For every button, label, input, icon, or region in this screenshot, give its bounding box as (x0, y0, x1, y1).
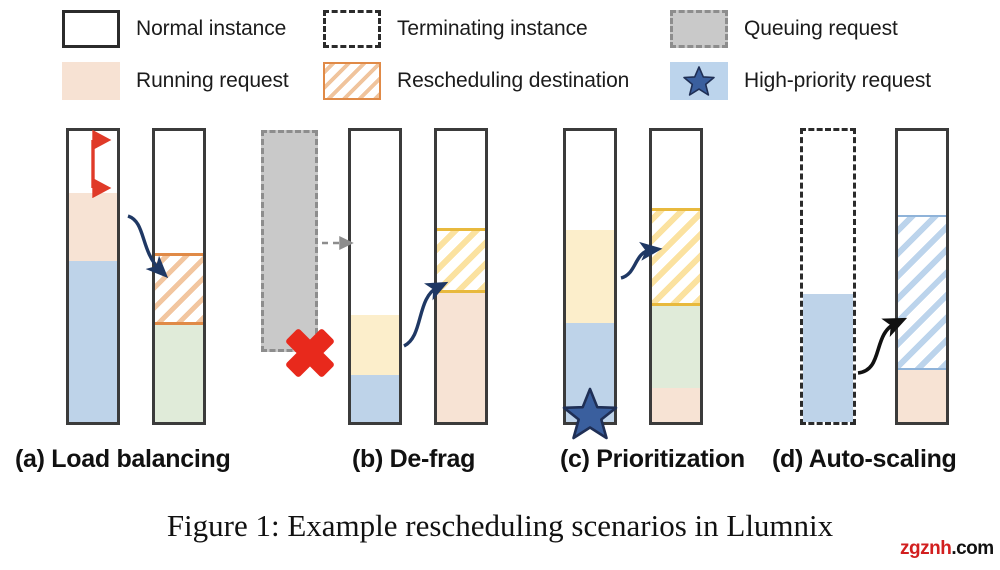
segment-running-request (351, 375, 399, 422)
panel-d-terminating-instance[interactable] (800, 128, 856, 425)
legend-item-rescheduling-destination: Rescheduling destination (323, 62, 629, 100)
segment-rescheduling-destination (898, 215, 946, 370)
running-request-swatch-icon (62, 62, 120, 100)
segment-rescheduling-destination (652, 208, 700, 306)
queuing-request-swatch-icon (670, 10, 728, 48)
legend-item-running-request: Running request (62, 62, 289, 100)
normal-instance-swatch-icon (62, 10, 120, 48)
legend-label-rescheduling-destination: Rescheduling destination (397, 69, 630, 92)
segment-running-request (652, 306, 700, 388)
panel-b-destination-instance[interactable] (434, 128, 488, 425)
panel-c-source-instance[interactable] (562, 128, 618, 440)
panel-b-source-instance[interactable] (348, 128, 402, 425)
legend: Normal instance Terminating instance Que… (0, 0, 1000, 112)
segment-running-request (652, 388, 700, 422)
segment-running-request (69, 261, 117, 422)
legend-item-normal-instance: Normal instance (62, 10, 286, 48)
segment-rescheduling-destination (437, 228, 485, 293)
panel-c-destination-instance[interactable] (649, 128, 703, 425)
legend-label-terminating-instance: Terminating instance (397, 17, 588, 40)
high-priority-swatch-icon (670, 62, 728, 100)
panel-caption-d: (d) Auto-scaling (772, 445, 957, 473)
segment-high-priority-request (562, 323, 618, 440)
panel-caption-b: (b) De-frag (352, 445, 476, 473)
panels-area (0, 118, 1000, 440)
panel-d-destination-instance[interactable] (895, 128, 949, 425)
rescheduling-destination-swatch-icon (323, 62, 381, 100)
segment-running-request (69, 193, 117, 261)
panel-caption-c: (c) Prioritization (560, 445, 745, 473)
segment-running-request (351, 315, 399, 375)
legend-label-normal-instance: Normal instance (136, 17, 287, 40)
segment-rescheduling-destination (155, 253, 203, 325)
legend-label-high-priority-request: High-priority request (744, 69, 931, 92)
segment-running-request (566, 230, 614, 323)
legend-item-queuing-request: Queuing request (670, 10, 898, 48)
segment-running-request (437, 293, 485, 422)
panel-caption-a: (a) Load balancing (15, 445, 231, 473)
figure-caption: Figure 1: Example rescheduling scenarios… (166, 508, 834, 543)
panel-a-destination-instance[interactable] (152, 128, 206, 425)
star-icon (683, 66, 715, 96)
segment-running-request (898, 370, 946, 422)
watermark-red: zgznh (900, 538, 952, 559)
legend-row-1: Normal instance Terminating instance Que… (0, 10, 1000, 56)
watermark-black: .com (951, 538, 994, 559)
legend-row-2: Running request Rescheduling destination… (0, 62, 1000, 108)
legend-item-high-priority-request: High-priority request (670, 62, 931, 100)
legend-label-queuing-request: Queuing request (744, 17, 898, 40)
legend-item-terminating-instance: Terminating instance (323, 10, 588, 48)
legend-label-running-request: Running request (136, 69, 289, 92)
segment-running-request (803, 294, 853, 422)
star-icon (562, 387, 618, 440)
segment-running-request (155, 325, 203, 422)
terminating-instance-swatch-icon (323, 10, 381, 48)
panel-a-source-instance[interactable] (66, 128, 120, 425)
watermark: zgznh.com (900, 538, 994, 560)
panel-b-queuing-request-block[interactable] (261, 130, 318, 352)
